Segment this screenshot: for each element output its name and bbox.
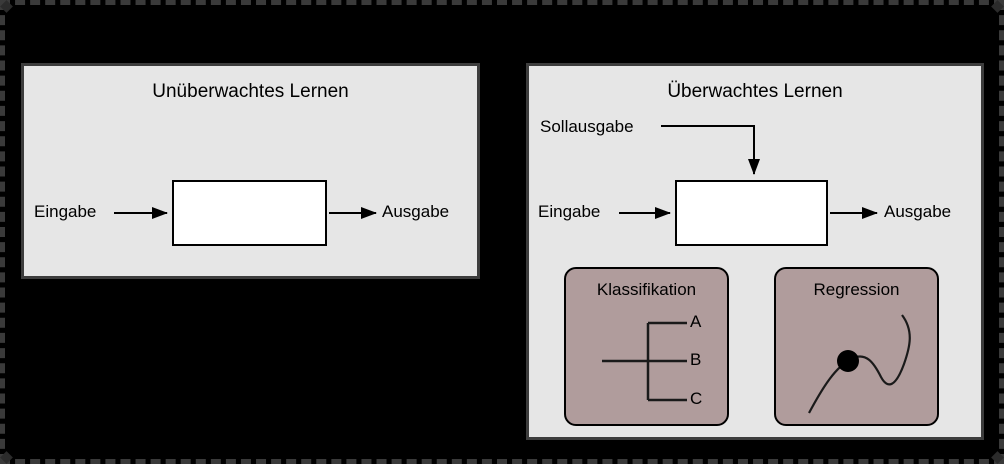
class-label-b: B — [690, 350, 702, 369]
resize-handle-bottom-right[interactable] — [991, 451, 1004, 464]
resize-handle-bottom-left[interactable] — [0, 451, 13, 464]
resize-handle-top-left[interactable] — [0, 0, 13, 13]
subpanel-regression-title: Regression — [813, 280, 900, 299]
supervised-target-label: Sollausgabe — [540, 117, 634, 136]
class-label-a: A — [690, 312, 702, 331]
panel-unsupervised-title: Unüberwachtes Lernen — [152, 81, 349, 102]
unsupervised-model-box[interactable] — [172, 180, 327, 246]
panel-supervised-title: Überwachtes Lernen — [667, 81, 843, 102]
subpanel-klassifikation-title: Klassifikation — [596, 280, 697, 299]
unsupervised-input-label: Eingabe — [34, 202, 97, 221]
panel-supervised-learning[interactable]: Überwachtes Lernen Sollausgabe Eingabe A… — [526, 63, 984, 440]
supervised-output-label: Ausgabe — [884, 202, 952, 221]
class-label-c: C — [690, 389, 703, 408]
supervised-input-label: Eingabe — [538, 202, 601, 221]
panel-unsupervised-learning[interactable]: Unüberwachtes Lernen Eingabe Ausgabe — [21, 63, 480, 279]
supervised-model-box[interactable] — [675, 180, 828, 246]
subpanel-klassifikation[interactable]: Klassifikation A B C — [564, 267, 729, 426]
unsupervised-output-label: Ausgabe — [382, 202, 450, 221]
resize-handle-top-right[interactable] — [991, 0, 1004, 13]
subpanel-regression[interactable]: Regression — [774, 267, 939, 426]
